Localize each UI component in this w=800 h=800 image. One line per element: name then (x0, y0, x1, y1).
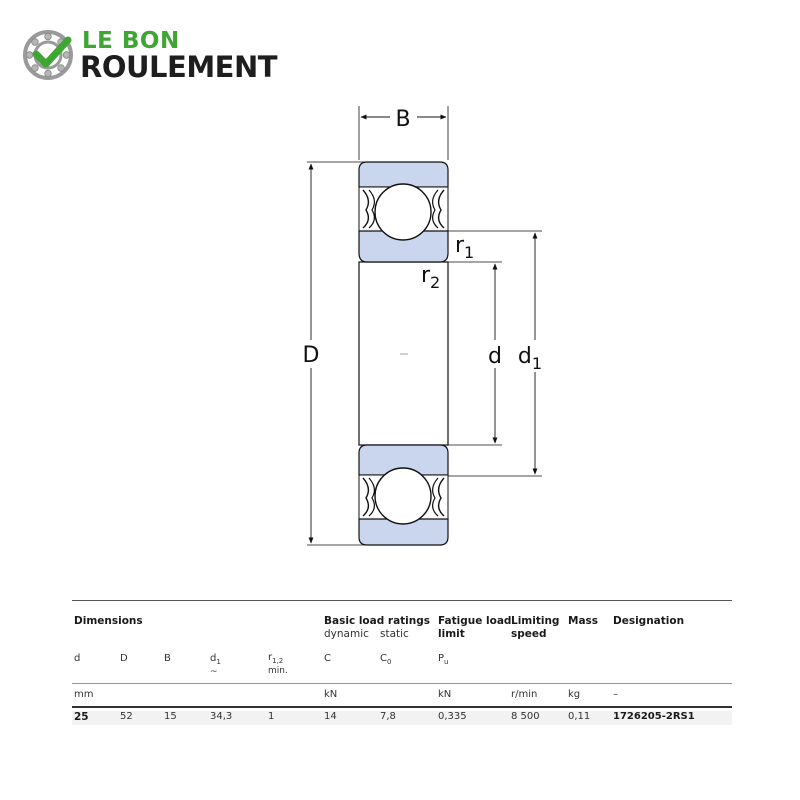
cell-C0: 7,8 (380, 711, 396, 722)
symbol-D: D (120, 653, 128, 664)
symbol-B: B (164, 653, 171, 664)
dimension-B: B (358, 106, 449, 160)
header-limiting-1: Limiting (511, 615, 560, 627)
label-d: d (488, 344, 502, 369)
seal-left-bottom (362, 477, 370, 517)
seal-right-bottom (437, 477, 445, 517)
inner-ring-bottom (358, 444, 449, 476)
cell-speed: 8 500 (511, 711, 540, 722)
dimension-d1: d1 (448, 230, 542, 477)
cell-D: 52 (120, 711, 133, 722)
header-fatigue-1: Fatigue load (438, 615, 512, 627)
header-dimensions: Dimensions (74, 615, 143, 627)
top-section (358, 161, 449, 263)
symbol-d: d (74, 653, 81, 664)
bottom-section (358, 444, 449, 546)
cell-C: 14 (324, 711, 337, 722)
unit-kg: kg (568, 689, 581, 700)
header-mass: Mass (568, 615, 599, 627)
label-B: B (395, 107, 410, 132)
dimension-D: D (303, 161, 372, 546)
dimension-d: d (448, 261, 502, 446)
brand-line-1: LE BON (82, 28, 180, 54)
symbol-d1: d1~ (210, 653, 221, 677)
label-d1: d1 (518, 344, 542, 373)
bearing-cross-section-drawing: B D d d1 r1 r2 (303, 106, 542, 546)
cell-Pu: 0,335 (438, 711, 467, 722)
unit-dash: – (613, 689, 618, 700)
header-designation: Designation (613, 615, 685, 627)
symbol-C: C (324, 653, 331, 664)
ball-top (374, 183, 432, 241)
ball-bottom (374, 467, 432, 525)
table-row: 25 52 15 34,3 1 14 7,8 0,335 8 500 0,11 … (72, 711, 732, 725)
seal-left-top (362, 189, 370, 229)
header-fatigue-2: limit (438, 628, 465, 640)
unit-rmin: r/min (511, 689, 538, 700)
cell-d: 25 (74, 711, 89, 723)
unit-mm: mm (74, 689, 94, 700)
cell-B: 15 (164, 711, 177, 722)
cell-d1: 34,3 (210, 711, 233, 722)
unit-kN-load: kN (324, 689, 338, 700)
unit-kN-fatigue: kN (438, 689, 452, 700)
brand-line-2: ROULEMENT (80, 50, 278, 84)
label-D: D (303, 343, 320, 368)
header-limiting-2: speed (511, 628, 547, 640)
symbol-C0: C0 (380, 653, 392, 666)
header-dynamic: dynamic (324, 628, 369, 640)
header-static: static (380, 628, 409, 640)
brand-logo: LE BON ROULEMENT (22, 26, 312, 86)
bearing-check-icon (23, 30, 73, 80)
inner-ring-top (358, 230, 449, 263)
seal-right-top (437, 189, 445, 229)
symbol-Pu: Pu (438, 653, 449, 666)
cell-mass: 0,11 (568, 711, 591, 722)
label-r1: r1 (455, 233, 474, 262)
table-mid-rule (72, 683, 732, 684)
cell-designation: 1726205-2RS1 (613, 711, 695, 722)
outer-ring-top (358, 161, 449, 188)
header-basic-load: Basic load ratings (324, 615, 431, 627)
label-r2: r2 (421, 263, 440, 292)
cell-r12: 1 (268, 711, 275, 722)
table-data-rule (72, 706, 732, 708)
table-top-rule (72, 600, 732, 601)
outer-ring-bottom (358, 518, 449, 546)
